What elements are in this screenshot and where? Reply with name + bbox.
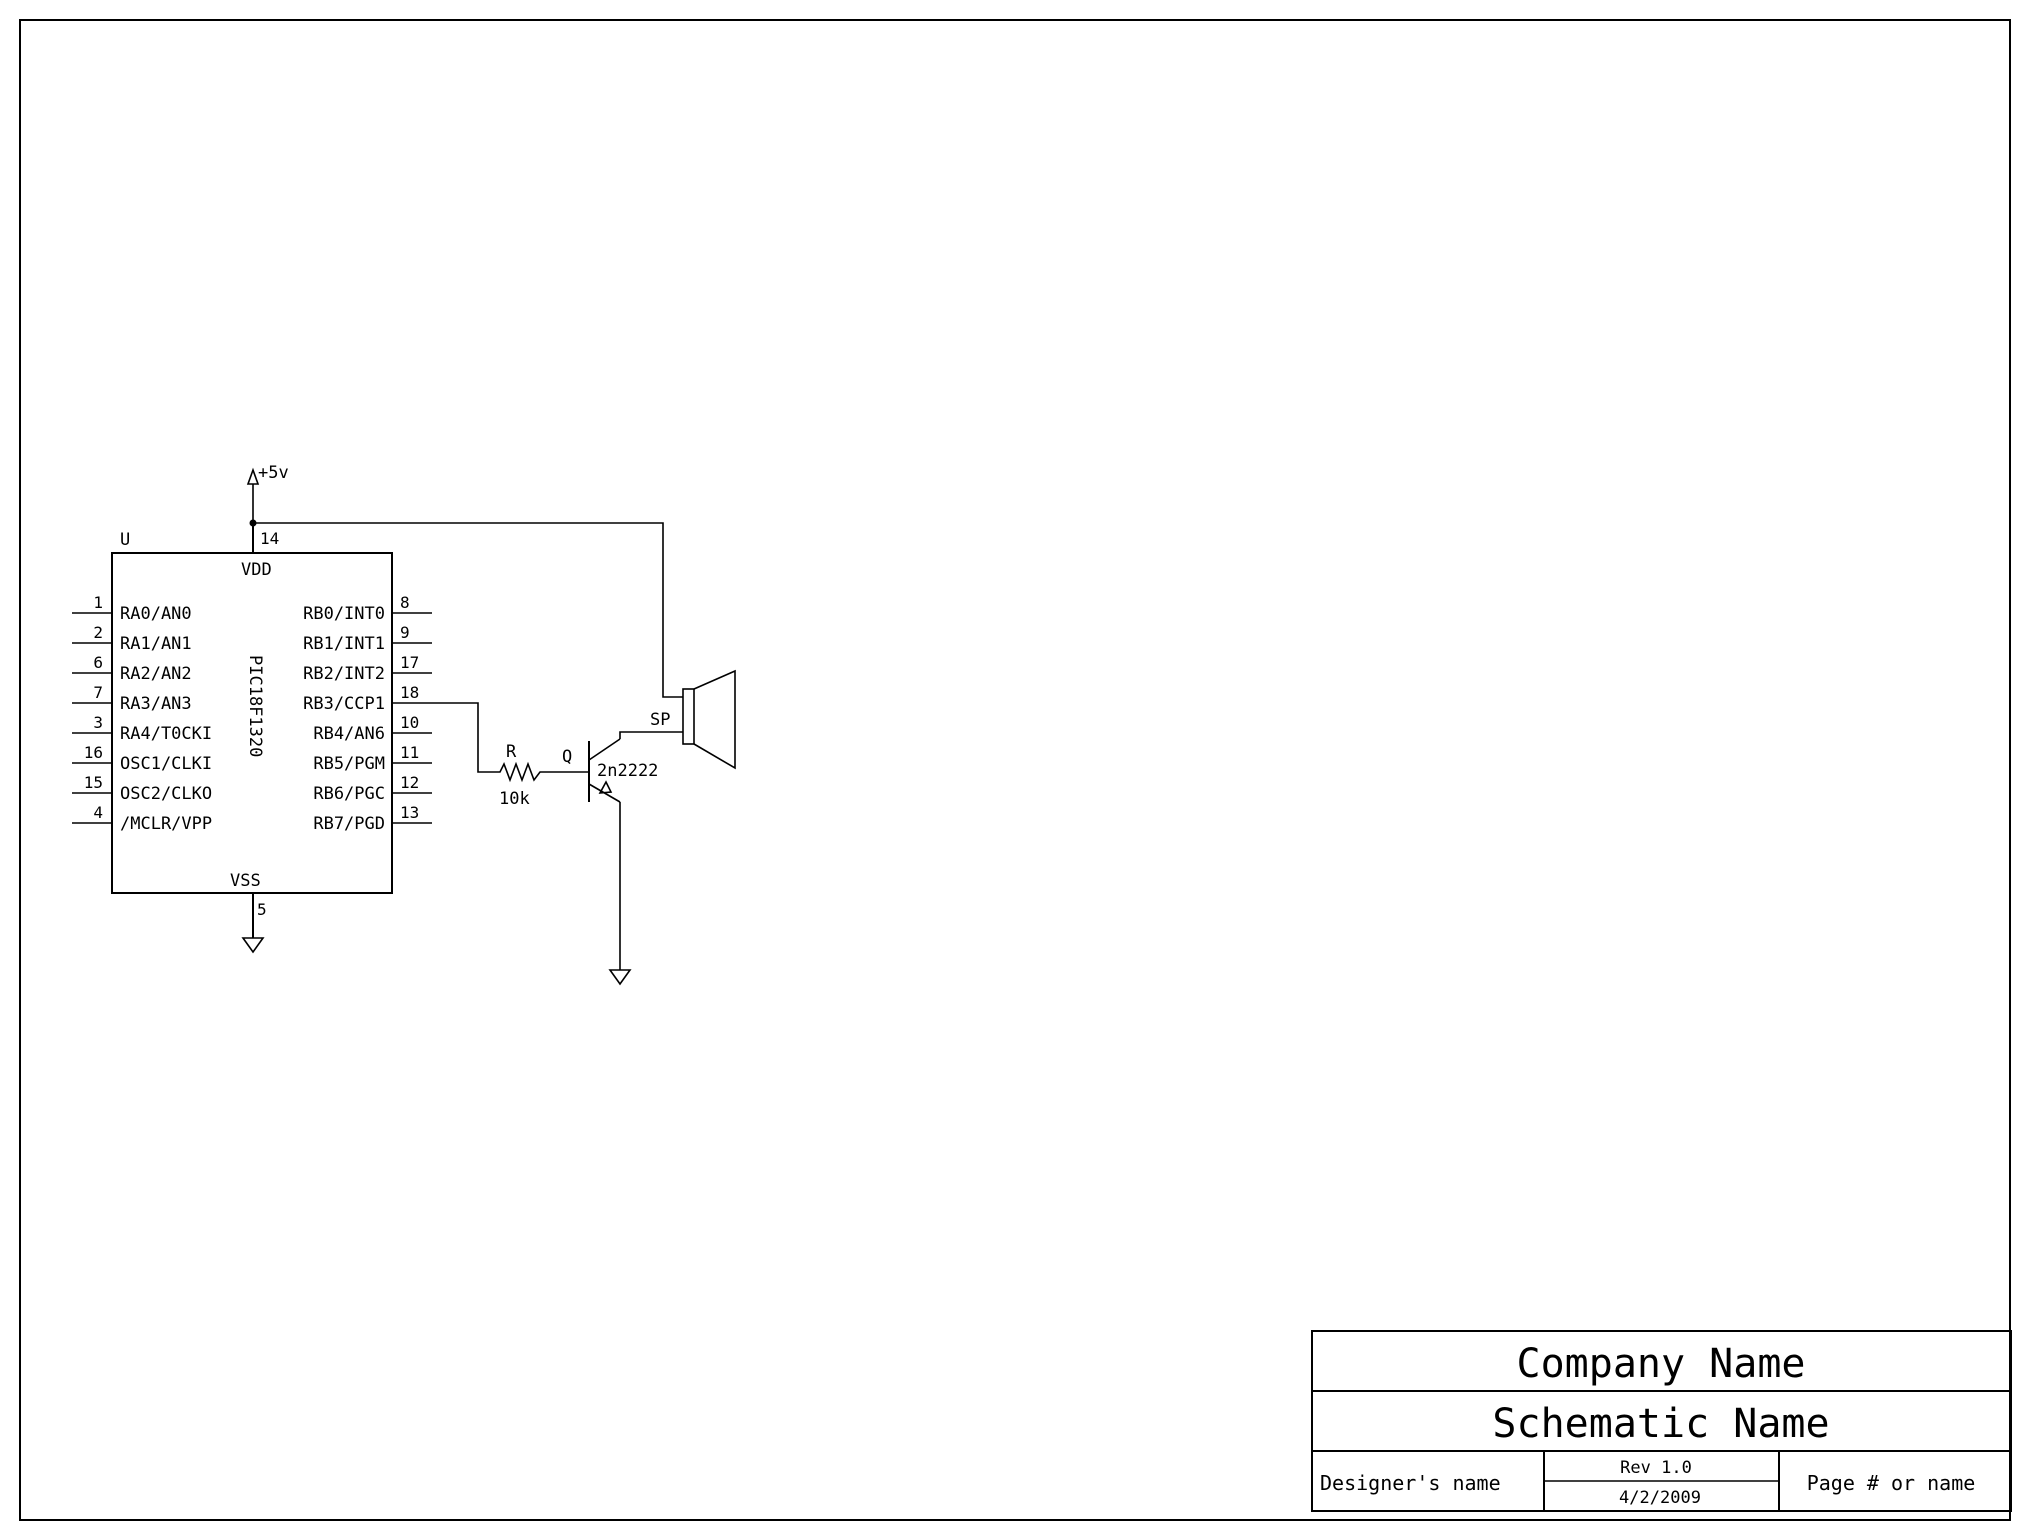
title-block: Company Name Schematic Name Designer's n… [1311, 1330, 2012, 1512]
mcu-refdes: U [120, 530, 130, 550]
vdd-pin-number: 14 [260, 529, 279, 548]
left-pin-number: 1 [93, 593, 103, 612]
left-pin-label: RA0/AN0 [120, 604, 192, 624]
right-pin-number: 10 [400, 713, 419, 732]
resistor: R 10k [493, 742, 548, 809]
right-pin-label: RB1/INT1 [303, 634, 385, 654]
right-pin-number: 18 [400, 683, 419, 702]
right-pin-number: 11 [400, 743, 419, 762]
right-pin-number: 17 [400, 653, 419, 672]
left-pin-number: 2 [93, 623, 103, 642]
npn-transistor: Q 2n2222 [562, 738, 658, 803]
right-pin-number: 8 [400, 593, 410, 612]
left-pin-label: OSC2/CLKO [120, 784, 212, 804]
left-pin-number: 16 [84, 743, 103, 762]
left-pin-number: 15 [84, 773, 103, 792]
left-pin-number: 3 [93, 713, 103, 732]
right-pin-label: RB5/PGM [313, 754, 385, 774]
right-pin-label: RB2/INT2 [303, 664, 385, 684]
company-name: Company Name [1517, 1341, 1806, 1387]
ground-symbol-mcu [241, 937, 265, 954]
date: 4/2/2009 [1619, 1488, 1701, 1508]
left-pin-label: RA1/AN1 [120, 634, 192, 654]
right-pin-label: RB3/CCP1 [303, 694, 385, 714]
right-pin-number: 9 [400, 623, 410, 642]
transistor-part: 2n2222 [597, 761, 658, 781]
right-pin-label: RB7/PGD [313, 814, 385, 834]
resistor-value: 10k [499, 789, 530, 809]
left-pin-number: 4 [93, 803, 103, 822]
left-pin-label: /MCLR/VPP [120, 814, 212, 834]
schematic-name: Schematic Name [1492, 1401, 1829, 1447]
left-pin-label: RA2/AN2 [120, 664, 192, 684]
power-symbol: +5v [246, 463, 289, 522]
right-pin-label: RB4/AN6 [313, 724, 385, 744]
sheet-border [19, 19, 2011, 1521]
speaker-refdes: SP [650, 710, 670, 730]
left-pin-number: 6 [93, 653, 103, 672]
right-pin-label: RB6/PGC [313, 784, 385, 804]
page-name: Page # or name [1807, 1471, 1976, 1495]
wire-5v-to-speaker [253, 522, 683, 698]
designer-name: Designer's name [1320, 1471, 1501, 1495]
speaker: SP [650, 669, 736, 770]
wire-collector-to-speaker [619, 731, 683, 739]
wire-rb3-to-resistor [432, 702, 493, 773]
power-label: +5v [258, 463, 289, 483]
right-pin-number: 12 [400, 773, 419, 792]
vdd-label: VDD [241, 560, 272, 580]
resistor-refdes: R [506, 742, 517, 762]
mcu-part-name: PIC18F1320 [245, 655, 265, 757]
vss-label: VSS [230, 871, 261, 891]
right-pin-label: RB0/INT0 [303, 604, 385, 624]
right-pin-number: 13 [400, 803, 419, 822]
ground-symbol-emitter [608, 969, 632, 986]
left-pin-label: RA3/AN3 [120, 694, 192, 714]
left-pin-label: OSC1/CLKI [120, 754, 212, 774]
left-pin-number: 7 [93, 683, 103, 702]
vss-pin-number: 5 [257, 900, 267, 919]
transistor-refdes: Q [562, 747, 572, 767]
left-pin-label: RA4/T0CKI [120, 724, 212, 744]
revision: Rev 1.0 [1620, 1458, 1692, 1478]
